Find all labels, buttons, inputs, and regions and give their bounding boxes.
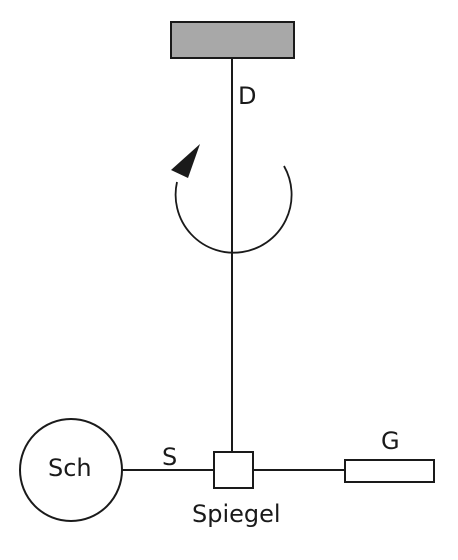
disk-sch [19,418,123,522]
counterweight-g [344,459,435,483]
mirror-spiegel [213,451,254,489]
label-d: D [238,82,257,110]
label-s: S [162,443,178,471]
rotation-arrowhead-icon [171,144,200,178]
ceiling-mount [170,21,295,59]
rotation-arc [174,165,293,254]
label-g: G [381,427,400,455]
label-spiegel: Spiegel [192,500,281,528]
label-sch: Sch [48,454,92,482]
